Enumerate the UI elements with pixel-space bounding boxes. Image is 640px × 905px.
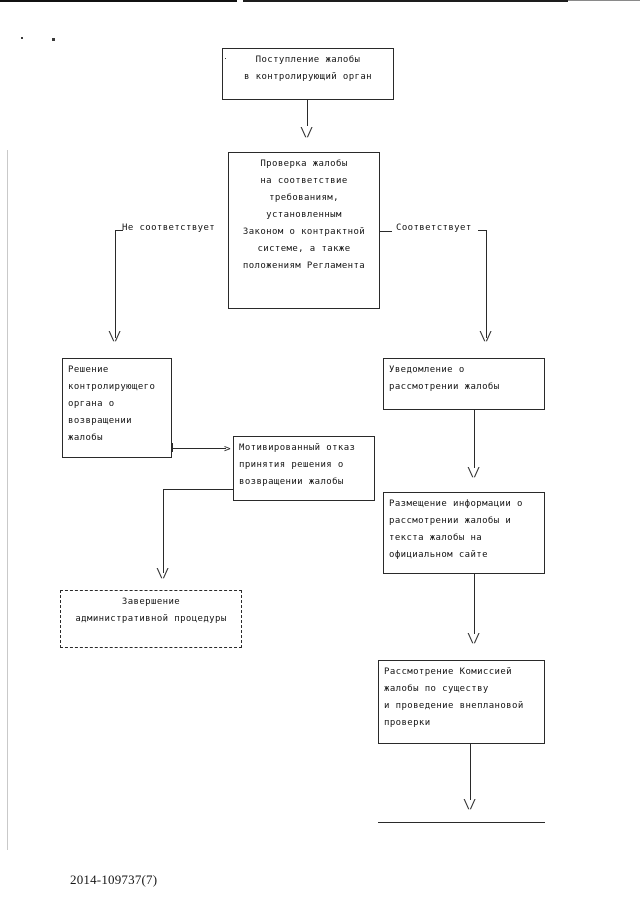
connector-decision-to-refusal: [172, 448, 226, 449]
node-next-page-truncated-edge: [378, 822, 545, 823]
node-intake: Поступление жалобы в контролирующий орга…: [222, 48, 394, 100]
connector-intake-to-check: [307, 100, 308, 126]
node-motivated-refusal: Мотивированный отказ принятия решения о …: [233, 436, 375, 501]
node-check-line-1: Проверка жалобы: [260, 159, 348, 169]
scan-speck-artifact: [225, 58, 226, 59]
arrow-down-icon: \/: [463, 797, 476, 811]
node-decision-return-line-2: контролирующего: [68, 382, 156, 392]
node-notification-line-2: рассмотрении жалобы: [389, 382, 500, 392]
node-motivated-refusal-line-3: возвращении жалобы: [239, 477, 344, 487]
node-decision-return-line-5: жалобы: [68, 433, 103, 443]
node-publication-line-1: Размещение информации о: [389, 499, 523, 509]
node-commission-review-line-3: и проведение внеплановой: [384, 701, 524, 711]
connector-commission-to-next: [470, 744, 471, 800]
node-check-line-7: положениям Регламента: [242, 261, 366, 271]
node-check-line-4: установленным: [266, 210, 342, 220]
node-intake-line-2: в контролирующий орган: [243, 72, 372, 82]
node-decision-return-line-3: органа о: [68, 399, 115, 409]
scan-speck-artifact: [21, 37, 23, 39]
node-commission-review-line-2: жалобы по существу: [384, 684, 489, 694]
arrow-down-icon: \/: [467, 465, 480, 479]
node-check-line-3: требованиям,: [269, 193, 339, 203]
node-commission-review: Рассмотрение Комиссией жалобы по существ…: [378, 660, 545, 744]
scan-line-artifact: [7, 150, 8, 850]
connector-check-to-notification: [486, 230, 487, 338]
connector-refusal-to-completion-vertical: [163, 489, 164, 573]
node-publication-line-3: текста жалобы на: [389, 533, 483, 543]
node-publication-line-2: рассмотрении жалобы и: [389, 516, 512, 526]
scan-speck-artifact: [52, 38, 55, 41]
arrow-down-icon: \/: [467, 631, 480, 645]
node-motivated-refusal-line-1: Мотивированный отказ: [239, 443, 356, 453]
arrow-down-icon: \/: [479, 329, 492, 343]
arrow-right-icon: >: [224, 442, 231, 455]
connector-decision-tick: [172, 443, 173, 452]
node-check-line-5: Законом о контрактной: [242, 227, 366, 237]
node-completion: Завершение административной процедуры: [60, 590, 242, 648]
connector-refusal-to-completion-horizontal: [163, 489, 233, 490]
node-completion-line-1: Завершение: [121, 597, 181, 607]
edge-label-not-conforming: Не соответствует: [122, 223, 216, 233]
footer-document-code: 2014-109737(7): [70, 872, 158, 887]
node-publication-line-4: официальном сайте: [389, 550, 488, 560]
node-completion-line-2: административной процедуры: [75, 614, 227, 624]
scan-edge-artifact: [243, 0, 568, 2]
node-publication: Размещение информации о рассмотрении жал…: [383, 492, 545, 574]
node-check-line-2: на соответствие: [260, 176, 348, 186]
node-notification-line-1: Уведомление о: [389, 365, 465, 375]
node-notification: Уведомление о рассмотрении жалобы: [383, 358, 545, 410]
arrow-down-icon: \/: [108, 329, 121, 343]
arrow-down-icon: \/: [300, 125, 313, 139]
node-intake-line-1: Поступление жалобы: [255, 55, 361, 65]
node-decision-return: Решение контролирующего органа о возвращ…: [62, 358, 172, 458]
node-commission-review-line-1: Рассмотрение Комиссией: [384, 667, 513, 677]
node-check: Проверка жалобы на соответствие требован…: [228, 152, 380, 309]
node-decision-return-line-1: Решение: [68, 365, 109, 375]
connector-publication-to-commission: [474, 574, 475, 634]
scan-edge-artifact: [0, 0, 237, 2]
scan-edge-artifact: [568, 0, 640, 1]
edge-right-corner-top: [478, 230, 487, 231]
node-check-line-6: системе, а также: [257, 244, 351, 254]
edge-label-conforming: Соответствует: [396, 223, 472, 233]
node-decision-return-line-4: возвращении: [68, 416, 133, 426]
node-motivated-refusal-line-2: принятия решения о: [239, 460, 344, 470]
node-commission-review-line-4: проверки: [384, 718, 431, 728]
arrow-down-icon: \/: [156, 566, 169, 580]
edge-right-stub: [380, 231, 392, 232]
connector-check-to-decision: [115, 230, 116, 338]
edge-left-corner-top: [115, 230, 123, 231]
connector-notification-to-publication: [474, 410, 475, 468]
